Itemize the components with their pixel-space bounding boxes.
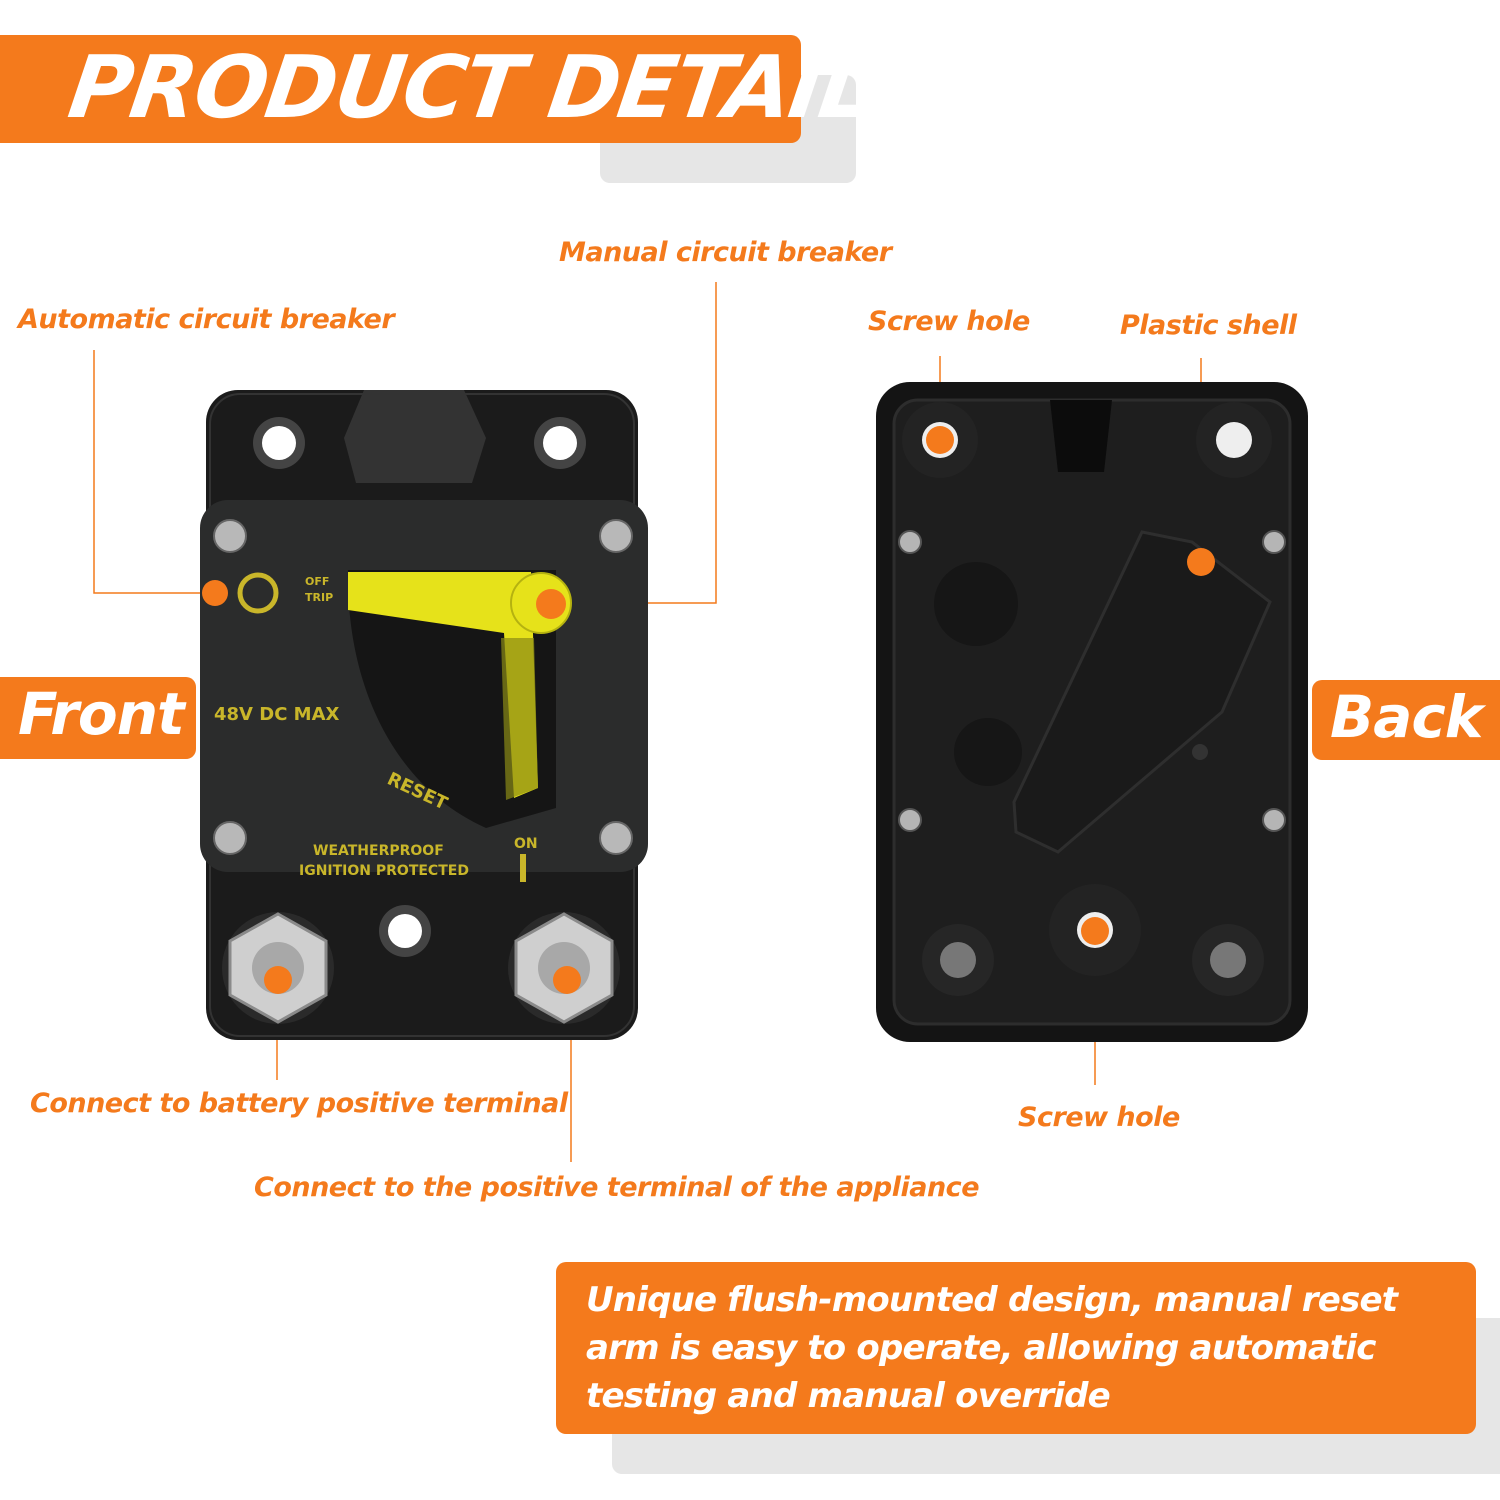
dot-plastic-shell <box>1187 548 1215 576</box>
dot-screw-hole-bottom <box>1081 917 1109 945</box>
label-plastic-shell: Plastic shell <box>1120 310 1297 341</box>
dot-appliance-terminal <box>553 966 581 994</box>
weatherproof-marking: WEATHERPROOF <box>313 843 444 859</box>
label-screw-hole-top: Screw hole <box>868 306 1030 337</box>
front-breaker-image: OFF TRIP 48V DC MAX RESET ON WEATHERPROO… <box>200 390 648 1040</box>
label-manual-breaker: Manual circuit breaker <box>559 237 892 268</box>
voltage-marking: 48V DC MAX <box>214 704 340 725</box>
title-banner <box>0 35 801 143</box>
label-battery-terminal: Connect to battery positive terminal <box>30 1088 568 1119</box>
dot-manual-breaker <box>536 589 566 619</box>
dot-automatic-breaker <box>202 580 228 606</box>
back-tab <box>1312 680 1500 760</box>
on-marking: ON <box>514 836 538 852</box>
dot-battery-terminal <box>264 966 292 994</box>
dot-screw-hole-top <box>926 426 954 454</box>
description-text: Unique flush-mounted design, manual rese… <box>586 1280 1398 1416</box>
front-mounting-holes <box>253 417 586 957</box>
off-marking: OFF <box>305 575 329 588</box>
trip-marking: TRIP <box>305 591 333 604</box>
ignition-marking: IGNITION PROTECTED <box>299 863 469 879</box>
label-automatic-breaker: Automatic circuit breaker <box>18 304 395 335</box>
back-tab-label: Back <box>1330 683 1483 751</box>
front-tab-label: Front <box>18 680 185 748</box>
description-box <box>556 1262 1476 1434</box>
label-appliance-terminal: Connect to the positive terminal of the … <box>254 1172 980 1203</box>
label-screw-hole-bottom: Screw hole <box>1018 1102 1180 1133</box>
front-tab <box>0 677 196 759</box>
